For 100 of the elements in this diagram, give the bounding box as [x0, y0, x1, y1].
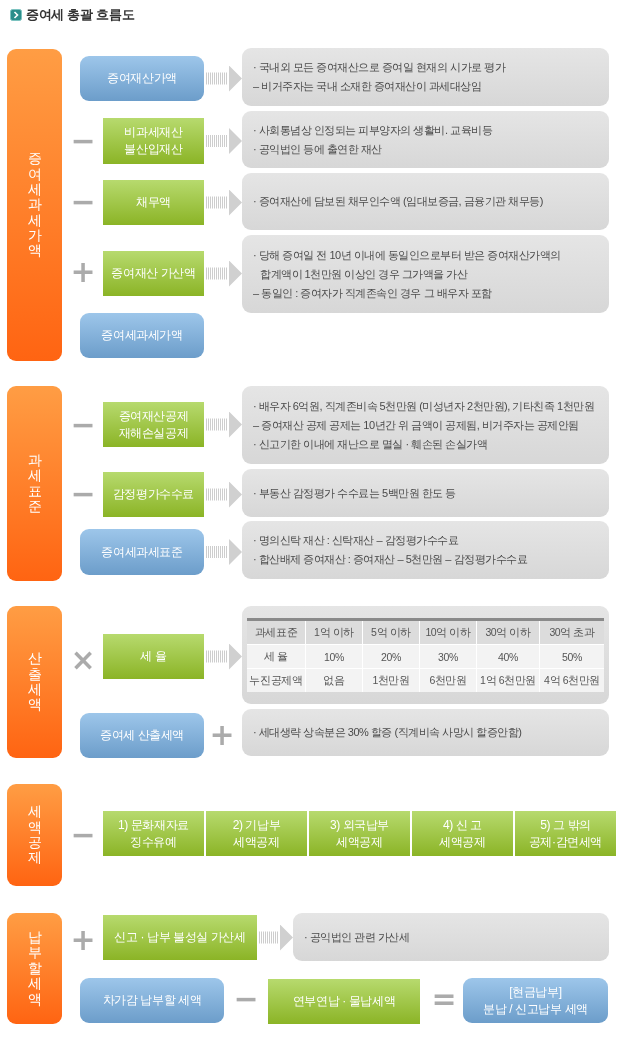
- arrow: [204, 411, 242, 438]
- item-label: 4) 신 고 세액공제: [438, 816, 487, 851]
- result-box: [463, 978, 608, 1023]
- note-panel: [242, 709, 609, 756]
- table-header-cell: 30억 초과: [540, 621, 604, 644]
- note-text: · 합산배제 증여재산 : 증여재산 – 5천만원 – 감정평가수수료: [253, 552, 529, 567]
- operator-sign: +: [70, 257, 96, 287]
- operator-sign: −: [70, 410, 96, 440]
- section-label: 과세표준: [27, 452, 42, 515]
- note-text: – 증여재산 공제 공제는 10년간 위 금액이 공제됨, 비거주자는 공제안됨: [253, 417, 580, 433]
- item-box: [309, 811, 410, 856]
- item-label: 신고 · 납부 불성실 가산세: [113, 929, 247, 946]
- item-label: 증여재산 가산액: [110, 265, 197, 282]
- item-label: 5) 그 밖의 공제·감면세액: [527, 816, 604, 851]
- section-bar: [7, 606, 62, 758]
- result-box: [80, 978, 224, 1023]
- note-panel: [242, 606, 609, 704]
- arrow: [204, 539, 242, 565]
- result-label: 증여세과세가액: [100, 327, 184, 344]
- section-label: 세액공제: [27, 804, 42, 866]
- item-label: 3) 외국납부 세액공제: [328, 816, 391, 851]
- item-box: [206, 811, 307, 856]
- item-label: 세 율: [139, 648, 168, 665]
- section-bar: [7, 784, 62, 886]
- item-label: 1) 문화재자료 징수유예: [117, 816, 190, 851]
- section-label: 산출세액: [27, 651, 42, 713]
- operator-sign: −: [233, 984, 259, 1014]
- table-cell: 1억 6천만원: [477, 669, 539, 692]
- arrow: [204, 481, 242, 508]
- item-label: 비과세재산 불산입재산: [123, 124, 184, 158]
- result-label: 증여재산가액: [106, 70, 178, 87]
- item-box: [515, 811, 616, 856]
- item-box: [103, 811, 204, 856]
- note-text: · 당해 증여일 전 10년 이내에 동일인으로부터 받은 증여재산가액의 합계액이 1천만원 이상인 경우 그가액을 가산: [253, 247, 562, 282]
- operator-sign: +: [209, 720, 235, 750]
- table-cell: 세 율: [247, 645, 305, 668]
- table-cell: 50%: [540, 645, 604, 668]
- result-label: [현금납부]: [508, 983, 563, 1001]
- note-text: · 증여재산에 담보된 채무인수액 (임대보증금, 금융기관 채무등): [253, 194, 544, 209]
- item-label: 증여재산공제 재해손실공제: [117, 407, 190, 442]
- note-text: · 배우자 6억원, 직계존비속 5천만원 (미성년자 2천만원), 기타친족 1천만원: [253, 398, 596, 414]
- table-cell: 30%: [420, 645, 476, 668]
- result-box: [80, 56, 204, 101]
- arrow: [204, 643, 242, 670]
- operator-sign: −: [70, 187, 96, 217]
- table-cell: 40%: [477, 645, 539, 668]
- item-label: 감정평가수수료: [111, 486, 196, 503]
- note-panel: [242, 48, 609, 106]
- item-box: [103, 251, 204, 296]
- section-label: 납부할세액: [27, 930, 42, 1007]
- operator-sign: +: [70, 925, 96, 955]
- arrow: [257, 924, 293, 951]
- table-cell: 6천만원: [420, 669, 476, 692]
- arrow: [204, 260, 242, 287]
- result-box: [80, 313, 204, 358]
- item-box: [103, 915, 257, 960]
- item-box: [103, 472, 204, 517]
- table-header-cell: 1억 이하: [306, 621, 362, 644]
- operator-sign: =: [431, 984, 457, 1014]
- arrow: [204, 128, 242, 154]
- item-label: 채무액: [135, 194, 172, 211]
- section-label: 증여세 과세가액: [27, 151, 42, 259]
- item-box: [268, 979, 420, 1024]
- item-label: 연부연납 · 물납세액: [291, 993, 397, 1010]
- table-cell: 4억 6천만원: [540, 669, 604, 692]
- item-box: [103, 118, 204, 164]
- table-cell: 없음: [306, 669, 362, 692]
- note-panel: [242, 386, 609, 464]
- result-label: 분납 / 신고납부 세액: [482, 1000, 589, 1018]
- result-box: [80, 713, 204, 758]
- operator-sign: ×: [70, 645, 96, 675]
- item-box: [103, 402, 204, 447]
- section-bar: [7, 913, 62, 1024]
- note-text: – 비거주자는 국내 소재한 증여재산이 과세대상임: [253, 79, 483, 94]
- table-cell: 누진공제액: [247, 669, 305, 692]
- operator-sign: −: [70, 820, 96, 850]
- arrow: [204, 65, 242, 92]
- note-text: · 신고기한 이내에 재난으로 멸실 · 훼손된 손실가액: [253, 436, 489, 452]
- table-header-cell: 10억 이하: [420, 621, 476, 644]
- item-box: [412, 811, 513, 856]
- note-panel: [242, 173, 609, 230]
- result-label: 차가감 납부할 세액: [101, 992, 203, 1009]
- item-box: [103, 634, 204, 679]
- section-bar: [7, 49, 62, 361]
- note-text: · 국내외 모든 증여재산으로 증여일 현재의 시가로 평가: [253, 60, 507, 75]
- note-panel: [242, 521, 609, 579]
- item-box: [103, 180, 204, 225]
- arrow: [204, 189, 242, 216]
- result-box: [80, 529, 204, 575]
- item-label: 2) 기납부 세액공제: [231, 816, 282, 851]
- note-text: – 동일인 : 증여자가 직계존속인 경우 그 배우자 포함: [253, 285, 493, 301]
- table-header-cell: 30억 이하: [477, 621, 539, 644]
- table-cell: 10%: [306, 645, 362, 668]
- note-text: · 공익법인 등에 출연한 재산: [253, 141, 383, 157]
- diagram-title: 증여세 총괄 흐름도: [26, 7, 135, 23]
- note-panel: [242, 469, 609, 517]
- result-label: 증여세 산출세액: [98, 727, 186, 744]
- table-cell: 1천만원: [363, 669, 419, 692]
- note-text: · 사회통념상 인정되는 피부양자의 생활비. 교육비등: [253, 122, 493, 138]
- note-panel: [293, 913, 609, 961]
